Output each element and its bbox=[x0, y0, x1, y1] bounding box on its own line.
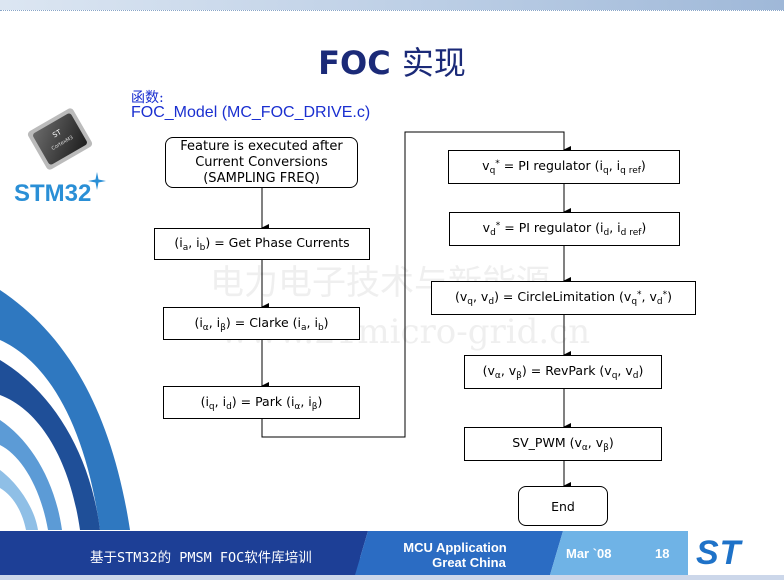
flow-step-label: (ia, ib) = Get Phase Currents bbox=[174, 235, 350, 253]
flow-step-label: (vα, vβ) = RevPark (vq, vd) bbox=[482, 363, 644, 381]
footer-page-number: 18 bbox=[655, 546, 670, 561]
svg-text:ST: ST bbox=[51, 128, 63, 140]
sparkle-icon bbox=[88, 172, 106, 190]
flow-step-revpark: (vα, vβ) = RevPark (vq, vd) bbox=[464, 355, 662, 389]
footer-date: Mar `08 bbox=[566, 546, 612, 561]
top-divider bbox=[0, 10, 784, 14]
flow-step-label: vq* = PI regulator (iq, iq ref) bbox=[482, 158, 646, 176]
footer-dept-line1: MCU Application bbox=[403, 540, 507, 555]
flow-end: End bbox=[518, 486, 608, 526]
subtitle-function: FOC_Model (MC_FOC_DRIVE.c) bbox=[131, 104, 371, 121]
flow-step-label: (vq, vd) = CircleLimitation (vq*, vd*) bbox=[454, 289, 672, 307]
st-logo: ST bbox=[696, 534, 742, 572]
flow-step-pi-q: vq* = PI regulator (iq, iq ref) bbox=[448, 150, 680, 184]
title-latin: FOC bbox=[318, 44, 391, 82]
footer-bottom-strip bbox=[0, 575, 784, 580]
flow-step-park: (iq, id) = Park (iα, iβ) bbox=[163, 386, 360, 419]
flow-step-get-phase-currents: (ia, ib) = Get Phase Currents bbox=[154, 228, 370, 260]
flow-step-label: SV_PWM (vα, vβ) bbox=[512, 435, 614, 453]
swoosh-decoration bbox=[0, 290, 130, 530]
st-logo-box bbox=[688, 531, 784, 575]
subtitle-label: 函数: bbox=[131, 90, 164, 106]
stm32-logo: STM32 bbox=[14, 180, 92, 207]
flow-start: Feature is executed after Current Conver… bbox=[165, 137, 358, 188]
footer-dept-band bbox=[375, 531, 550, 575]
flow-step-label: (iα, iβ) = Clarke (ia, ib) bbox=[194, 314, 329, 333]
flow-step-label: (iq, id) = Park (iα, iβ) bbox=[200, 393, 323, 412]
page-title: FOC 实现 bbox=[0, 38, 784, 84]
footer-dept-line2: Great China bbox=[432, 555, 506, 570]
flow-step-svpwm: SV_PWM (vα, vβ) bbox=[464, 427, 662, 461]
footer-course-title: 基于STM32的 PMSM FOC软件库培训 bbox=[90, 550, 312, 566]
flow-step-label: vd* = PI regulator (id, id ref) bbox=[482, 220, 647, 238]
footer-dept: MCU Application Great China bbox=[365, 540, 545, 570]
title-cjk: 实现 bbox=[401, 44, 466, 82]
flow-step-circle-limitation: (vq, vd) = CircleLimitation (vq*, vd*) bbox=[431, 281, 696, 315]
chip-icon: ST CortexM3 bbox=[27, 108, 93, 170]
top-band bbox=[0, 0, 784, 10]
flow-step-pi-d: vd* = PI regulator (id, id ref) bbox=[449, 212, 680, 246]
footer-slant-2 bbox=[535, 531, 575, 575]
footer-slant-1 bbox=[340, 531, 380, 575]
flow-step-clarke: (iα, iβ) = Clarke (ia, ib) bbox=[163, 307, 360, 340]
footer-course-band bbox=[0, 531, 360, 575]
